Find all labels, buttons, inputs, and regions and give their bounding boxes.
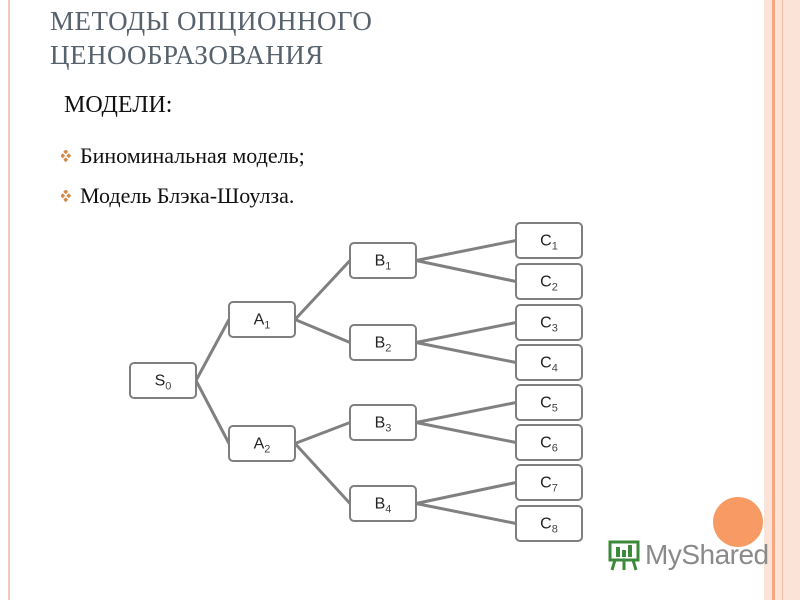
logo-text: MyShared xyxy=(645,539,769,570)
node-box xyxy=(349,404,417,441)
node-box xyxy=(228,301,296,338)
edge-B4-C7 xyxy=(415,481,517,505)
edge-B3-C6 xyxy=(415,421,517,444)
node-label: B3 xyxy=(375,415,392,435)
section-heading: МОДЕЛИ: xyxy=(64,92,173,118)
node-box xyxy=(228,425,296,462)
presentation-board-icon xyxy=(608,540,640,571)
bullet-list: Биноминальная модель; Модель Блэка-Шоулз… xyxy=(60,136,305,216)
tree-node-c2: C2 xyxy=(515,263,583,300)
edge-B3-C5 xyxy=(415,401,517,424)
node-box xyxy=(349,242,417,279)
node-label: C2 xyxy=(540,274,558,294)
node-label: A1 xyxy=(254,312,271,332)
tree-node-a2: A2 xyxy=(228,425,296,462)
bullet-item: Биноминальная модель; xyxy=(60,136,305,176)
edge-S0-A1 xyxy=(194,318,231,382)
diamond-bullet-icon xyxy=(60,150,74,162)
node-label: C3 xyxy=(540,315,558,335)
node-label: C8 xyxy=(540,516,558,536)
bullet-text: Биноминальная модель; xyxy=(80,143,305,168)
bullet-text: Модель Блэка-Шоулза. xyxy=(80,183,295,208)
node-label: C5 xyxy=(540,395,558,415)
myshared-logo: MyShared xyxy=(607,538,769,572)
edge-A2-B4 xyxy=(293,442,352,505)
tree-edges xyxy=(194,239,517,525)
node-box xyxy=(349,485,417,522)
tree-node-c3: C3 xyxy=(515,304,583,341)
tree-node-a1: A1 xyxy=(228,301,296,338)
decorative-circle xyxy=(713,497,763,547)
tree-node-b1: B1 xyxy=(349,242,417,279)
tree-node-b3: B3 xyxy=(349,404,417,441)
node-box xyxy=(515,464,583,501)
right-decorative-line xyxy=(772,0,775,600)
slide-title-line-2: ЦЕНООБРАЗОВАНИЯ xyxy=(50,40,324,70)
edge-B2-C4 xyxy=(415,341,517,364)
edge-A2-B3 xyxy=(294,421,351,445)
tree-node-c5: C5 xyxy=(515,384,583,421)
node-box xyxy=(515,505,583,542)
node-box xyxy=(515,384,583,421)
node-box xyxy=(129,362,197,399)
edge-B4-C8 xyxy=(415,502,517,525)
tree-node-c6: C6 xyxy=(515,424,583,461)
tree-node-c1: C1 xyxy=(515,222,583,259)
edge-B1-C2 xyxy=(415,259,517,283)
tree-node-b4: B4 xyxy=(349,485,417,522)
node-box xyxy=(515,222,583,259)
node-label: B2 xyxy=(375,335,392,355)
edge-S0-A2 xyxy=(194,379,231,445)
node-label: B4 xyxy=(375,496,392,516)
node-label: A2 xyxy=(254,436,271,456)
bullet-item: Модель Блэка-Шоулза. xyxy=(60,176,305,216)
node-box xyxy=(515,263,583,300)
edge-A1-B1 xyxy=(293,259,352,321)
tree-node-c8: C8 xyxy=(515,505,583,542)
tree-node-c7: C7 xyxy=(515,464,583,501)
edge-A1-B2 xyxy=(294,318,351,344)
node-box xyxy=(515,304,583,341)
tree-node-c4: C4 xyxy=(515,344,583,381)
edge-B2-C3 xyxy=(415,321,517,344)
node-box xyxy=(515,344,583,381)
node-label: C6 xyxy=(540,435,558,455)
tree-node-b2: B2 xyxy=(349,324,417,361)
node-box xyxy=(515,424,583,461)
node-label: S0 xyxy=(155,373,172,393)
right-decorative-line-thin xyxy=(782,0,783,600)
node-box xyxy=(349,324,417,361)
slide-title: МЕТОДЫ ОПЦИОННОГО ЦЕНООБРАЗОВАНИЯ xyxy=(50,4,372,72)
tree-node-s0: S0 xyxy=(129,362,197,399)
node-label: C4 xyxy=(540,355,558,375)
node-label: B1 xyxy=(375,253,392,273)
node-label: C7 xyxy=(540,475,558,495)
left-decorative-rule xyxy=(8,0,10,600)
edge-B1-C1 xyxy=(415,239,517,262)
diamond-bullet-icon xyxy=(60,190,74,202)
node-label: C1 xyxy=(540,233,558,253)
slide-title-line-1: МЕТОДЫ ОПЦИОННОГО xyxy=(50,6,373,36)
